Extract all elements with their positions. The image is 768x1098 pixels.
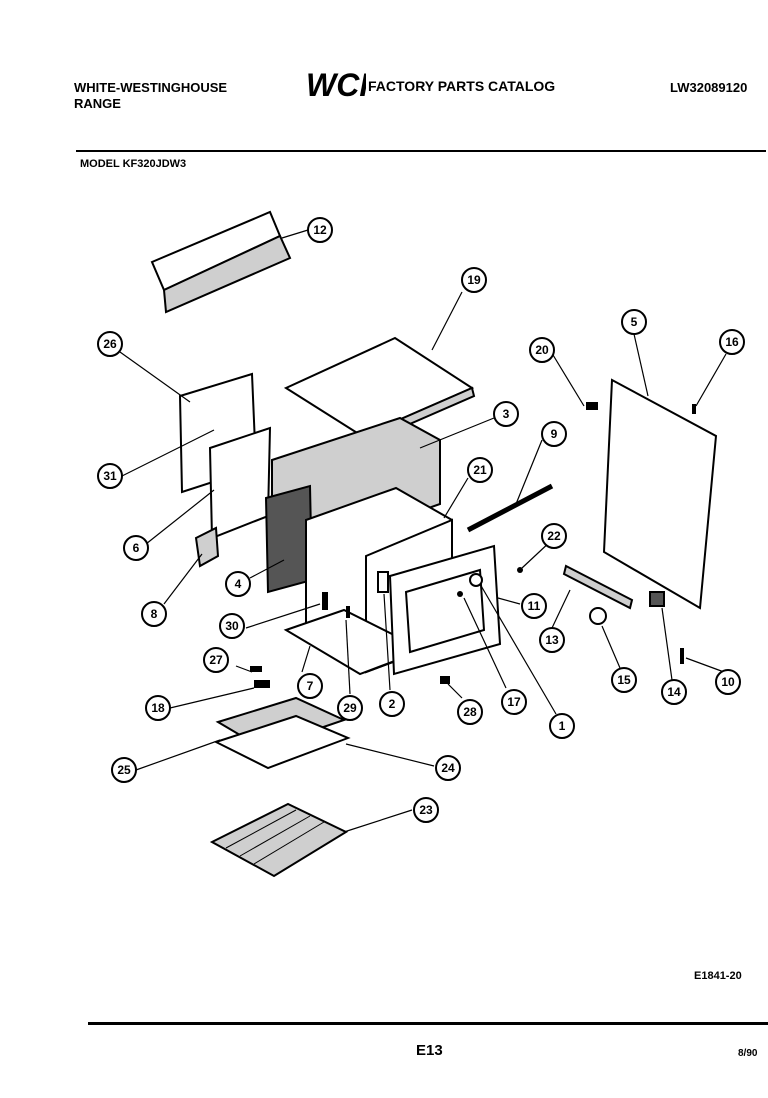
callout-9: 9 (541, 421, 567, 447)
svg-text:24: 24 (441, 761, 455, 775)
callout-31: 31 (97, 463, 123, 489)
svg-text:16: 16 (725, 335, 739, 349)
svg-text:25: 25 (117, 763, 131, 777)
small-parts (250, 402, 696, 688)
svg-text:17: 17 (507, 695, 521, 709)
brand-line-1: WHITE-WESTINGHOUSE (74, 80, 228, 95)
part-5-right-panel (602, 378, 718, 610)
callout-15: 15 (611, 667, 637, 693)
callout-11: 11 (521, 593, 547, 619)
svg-text:21: 21 (473, 463, 487, 477)
svg-text:9: 9 (551, 427, 558, 441)
svg-text:12: 12 (313, 223, 327, 237)
svg-text:11: 11 (528, 599, 541, 613)
svg-text:7: 7 (307, 679, 314, 693)
callout-27: 27 (203, 647, 229, 673)
callout-4: 4 (225, 571, 251, 597)
svg-text:19: 19 (467, 273, 481, 287)
callout-7: 7 (297, 673, 323, 699)
part-14-block (649, 591, 665, 607)
logo-text: WCI (306, 67, 366, 102)
svg-text:5: 5 (631, 315, 638, 329)
callout-21: 21 (467, 457, 493, 483)
svg-text:1: 1 (559, 719, 566, 733)
brand-label: WHITE-WESTINGHOUSE RANGE (74, 80, 227, 112)
model-label: MODEL KF320JDW3 (80, 158, 187, 170)
callout-5: 5 (621, 309, 647, 335)
callout-26: 26 (97, 331, 123, 357)
catalog-title: FACTORY PARTS CATALOG (368, 78, 556, 94)
brand-line-2: RANGE (74, 96, 121, 111)
part-12-trim (150, 210, 292, 314)
svg-text:18: 18 (151, 701, 165, 715)
callout-14: 14 (661, 679, 687, 705)
svg-text:22: 22 (547, 529, 561, 543)
callout-8: 8 (141, 601, 167, 627)
part-13-strip (562, 564, 634, 610)
part-6-side-panel (208, 426, 272, 540)
part-24-broiler-pan (213, 714, 351, 770)
svg-text:31: 31 (103, 469, 117, 483)
catalog-number: LW32089120 (670, 80, 748, 95)
callout-18: 18 (145, 695, 171, 721)
part-23-oven-rack (209, 802, 349, 878)
callout-16: 16 (719, 329, 745, 355)
callout-22: 22 (541, 523, 567, 549)
callout-29: 29 (337, 695, 363, 721)
svg-text:28: 28 (463, 705, 477, 719)
svg-text:3: 3 (503, 407, 510, 421)
callout-28: 28 (457, 699, 483, 725)
svg-text:8: 8 (151, 607, 158, 621)
leader-lines (119, 229, 727, 833)
callout-1: 1 (549, 713, 575, 739)
svg-text:30: 30 (225, 619, 239, 633)
header-divider (76, 150, 766, 152)
svg-text:13: 13 (545, 633, 559, 647)
date-code: 8/90 (738, 1048, 758, 1059)
callout-12: 12 (307, 217, 333, 243)
part-15-knob (589, 607, 607, 625)
svg-text:2: 2 (389, 697, 396, 711)
callout-20: 20 (529, 337, 555, 363)
svg-text:27: 27 (209, 653, 223, 667)
callout-30: 30 (219, 613, 245, 639)
callout-25: 25 (111, 757, 137, 783)
svg-text:15: 15 (617, 673, 631, 687)
svg-text:14: 14 (667, 685, 681, 699)
footer-divider (88, 1022, 768, 1025)
svg-text:26: 26 (103, 337, 117, 351)
diagram-code: E1841-20 (694, 970, 742, 982)
svg-text:10: 10 (721, 675, 735, 689)
callout-19: 19 (461, 267, 487, 293)
callout-24: 24 (435, 755, 461, 781)
callout-23: 23 (413, 797, 439, 823)
page-code: E13 (416, 1042, 443, 1059)
part-9-rod (466, 483, 554, 533)
wci-logo: WCI (304, 66, 369, 107)
svg-text:4: 4 (235, 577, 242, 591)
callout-13: 13 (539, 627, 565, 653)
callout-17: 17 (501, 689, 527, 715)
svg-text:20: 20 (535, 343, 549, 357)
callout-3: 3 (493, 401, 519, 427)
callout-2: 2 (379, 691, 405, 717)
callout-10: 10 (715, 669, 741, 695)
svg-text:23: 23 (419, 803, 433, 817)
svg-text:29: 29 (343, 701, 357, 715)
svg-text:6: 6 (133, 541, 140, 555)
callout-6: 6 (123, 535, 149, 561)
part-8-bracket (194, 526, 220, 568)
